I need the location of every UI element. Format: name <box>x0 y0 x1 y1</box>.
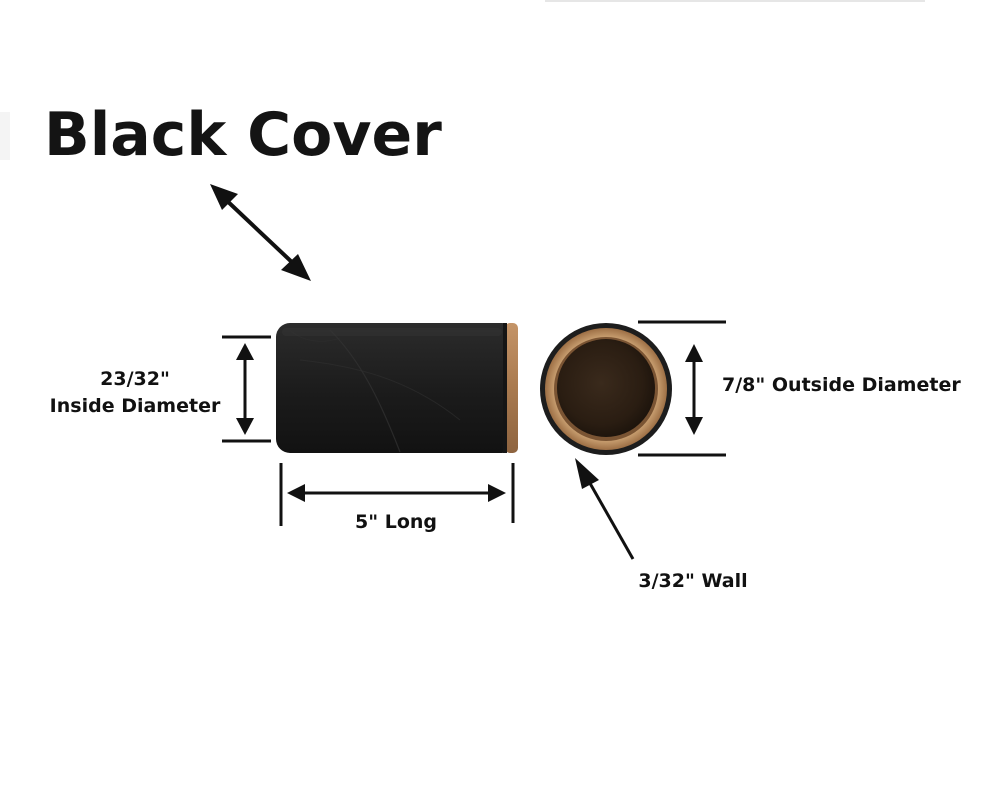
left-edge-mark <box>0 112 10 160</box>
outside-diameter-dimension <box>638 320 726 457</box>
wall-label: 3/32" Wall <box>638 570 747 592</box>
inside-diameter-label: Inside Diameter <box>50 395 221 417</box>
length-dimension <box>279 463 515 526</box>
wall-arrow <box>575 458 635 560</box>
inside-diameter-dimension <box>222 335 271 443</box>
tube-end-view <box>540 323 672 455</box>
tube-side-view <box>276 323 518 453</box>
outside-diameter-label: 7/8" Outside Diameter <box>722 374 961 396</box>
title-text: Black Cover <box>44 100 442 170</box>
length-label: 5" Long <box>355 511 437 533</box>
inside-diameter-value: 23/32" <box>100 368 170 390</box>
diagonal-arrow <box>210 184 311 281</box>
